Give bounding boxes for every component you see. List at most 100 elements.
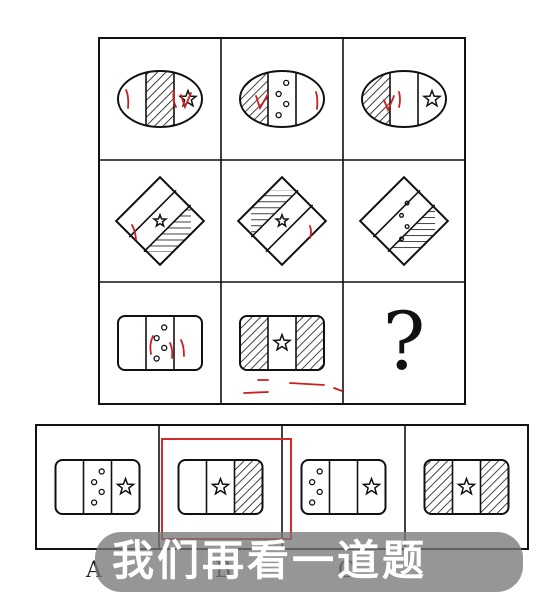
- option-b: [177, 459, 264, 515]
- panel-divider: [265, 204, 313, 252]
- figure-interior: [145, 316, 175, 370]
- rect-outline: [300, 459, 387, 515]
- highlight-box: [161, 438, 292, 540]
- annotation-stroke: [180, 92, 192, 110]
- dot-icon: [98, 488, 105, 496]
- annotation-stroke: [243, 391, 269, 394]
- hatched-panel: [234, 460, 263, 514]
- ellipse-outline: [239, 70, 325, 128]
- rect-outline: [117, 315, 203, 371]
- options-row: [35, 424, 529, 550]
- dot-icon: [153, 355, 160, 362]
- hatched-panel: [240, 316, 268, 370]
- hatched-panel: [146, 71, 174, 127]
- grid-figure: [117, 315, 203, 371]
- annotation-stroke: [180, 339, 185, 357]
- star-icon: [421, 88, 443, 108]
- question-mark: ?: [383, 295, 426, 388]
- star-icon: [152, 212, 168, 228]
- figure-interior: [424, 460, 509, 514]
- figure-interior: [240, 71, 297, 127]
- panel-divider: [372, 189, 421, 238]
- star-icon: [115, 476, 136, 496]
- ellipse-outline: [117, 70, 203, 128]
- dot-icon: [275, 111, 282, 119]
- dot-icon: [404, 224, 410, 230]
- star-icon: [361, 476, 382, 496]
- panel-divider: [143, 204, 192, 253]
- dot-icon: [404, 200, 410, 206]
- dot-icon: [161, 344, 168, 352]
- rect-outline: [423, 459, 510, 515]
- panel-divider: [129, 190, 177, 238]
- grid-figure: [358, 175, 450, 267]
- dot-icon: [98, 468, 105, 475]
- puzzle-canvas: ?: [35, 37, 529, 550]
- hatched-panel: [250, 189, 299, 238]
- figure-interior: [362, 71, 419, 127]
- puzzle-grid: ?: [98, 37, 466, 405]
- grid-border: [98, 37, 466, 405]
- dot-icon: [316, 488, 323, 496]
- star-icon: [271, 332, 293, 352]
- hatched-panel: [296, 316, 324, 370]
- hatched-panel: [387, 204, 435, 252]
- dot-icon: [308, 499, 316, 506]
- figure-interior: [372, 189, 435, 252]
- dot-icon: [399, 236, 405, 242]
- dot-icon: [316, 468, 323, 475]
- grid-figure: [361, 70, 447, 128]
- dot-icon: [283, 100, 290, 108]
- dot-icon: [90, 499, 98, 506]
- diamond-outline: [358, 175, 450, 267]
- dot-icon: [90, 478, 98, 486]
- figure-interior: [129, 190, 192, 253]
- hatched-panel: [424, 460, 453, 514]
- figure-interior: [82, 460, 113, 514]
- annotation-stroke: [172, 90, 177, 108]
- annotation-stroke: [315, 91, 319, 110]
- option-c: [300, 459, 387, 515]
- rect-outline: [54, 459, 141, 515]
- rect-outline: [177, 459, 264, 515]
- grid-figure: [114, 175, 206, 267]
- hatched-panel: [480, 460, 509, 514]
- grid-figure: [239, 70, 325, 128]
- annotation-stroke: [149, 335, 154, 355]
- figure-interior: [145, 71, 175, 127]
- rect-outline: [239, 315, 325, 371]
- dot-icon: [399, 212, 405, 218]
- dot-icon: [275, 90, 282, 98]
- hatched-panel: [143, 204, 192, 253]
- dot-icon: [283, 79, 290, 87]
- annotation-stroke: [289, 382, 325, 386]
- star-icon: [274, 212, 290, 228]
- figure-interior: [205, 460, 263, 514]
- annotation-stroke: [125, 89, 130, 109]
- star-icon: [210, 476, 231, 496]
- ellipse-outline: [361, 70, 447, 128]
- annotation-stroke: [383, 95, 395, 113]
- annotation-stroke: [333, 387, 343, 392]
- diamond-outline: [236, 175, 328, 267]
- figure-interior: [328, 460, 359, 514]
- handwritten-annotations: [125, 89, 401, 394]
- dot-icon: [308, 478, 316, 486]
- figure-interior: [240, 316, 324, 370]
- annotation-stroke: [131, 224, 137, 240]
- grid-figure: [236, 175, 328, 267]
- subtitle-text: 我们再看一道题: [112, 536, 428, 585]
- annotation-stroke: [255, 93, 269, 111]
- panel-divider: [387, 204, 435, 252]
- grid-figure: [239, 315, 325, 371]
- annotation-stroke: [309, 225, 312, 239]
- panel-divider: [250, 189, 299, 238]
- option-a: [54, 459, 141, 515]
- diamond-outline: [114, 175, 206, 267]
- dot-icon: [161, 324, 168, 331]
- star-icon: [456, 476, 477, 496]
- annotation-stroke: [169, 342, 174, 359]
- dot-icon: [153, 334, 160, 342]
- annotation-stroke: [398, 91, 401, 108]
- figure-interior: [250, 189, 313, 252]
